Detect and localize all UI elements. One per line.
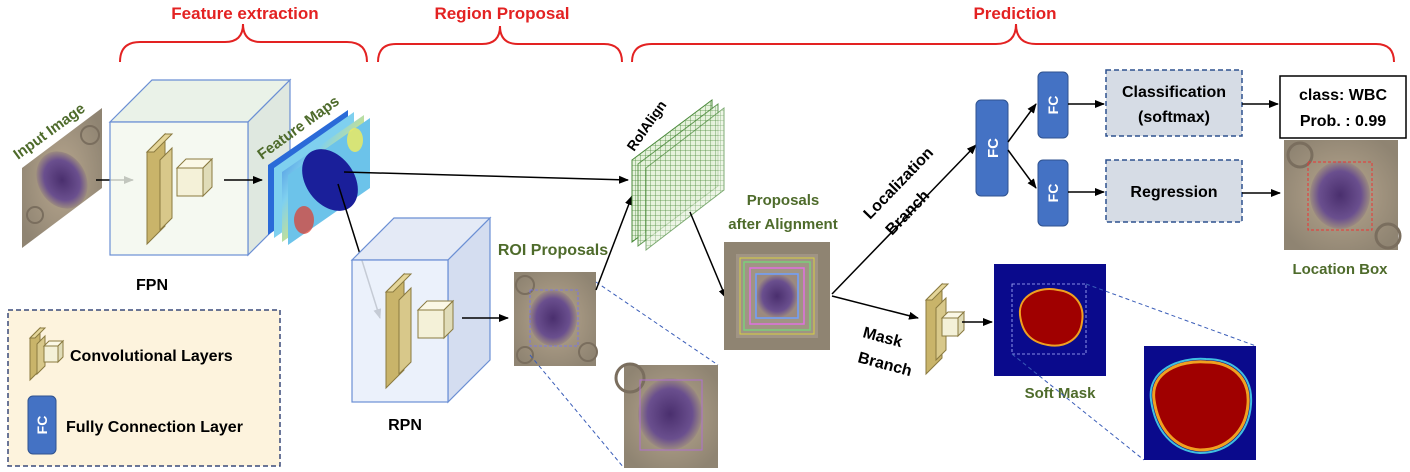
- mask-branch-label-1: Mask: [861, 324, 904, 351]
- arrow-roialign-to-aligned: [689, 211, 727, 299]
- roi-proposals-image: [514, 272, 598, 366]
- classification-box: Classification (softmax): [1105, 69, 1243, 137]
- rpn-label: RPN: [388, 417, 422, 434]
- feature-maps: [268, 110, 370, 245]
- arrow-to-mask: [831, 295, 919, 320]
- legend-fc-label: Fully Connection Layer: [66, 419, 243, 436]
- fc-main-text: FC: [985, 138, 1002, 158]
- proposals-aligned-label-2: after Alignment: [728, 216, 837, 233]
- soft-mask-label: Soft Mask: [1025, 385, 1097, 402]
- stage-region-proposal: Region Proposal: [434, 4, 569, 23]
- arrow-fc-to-fc-top: [1007, 103, 1037, 143]
- regression-label: Regression: [1130, 184, 1217, 201]
- rpn-block: [350, 216, 492, 404]
- fc-bottom-text: FC: [1045, 184, 1061, 203]
- arrow-featuremaps-to-roialign: [343, 171, 629, 184]
- location-box-image: [1284, 140, 1402, 250]
- bracket-region-proposal: [377, 25, 623, 63]
- roi-zoom-lines: [529, 281, 719, 469]
- stage-prediction: Prediction: [973, 4, 1056, 23]
- class-output-box: class: WBC Prob. : 0.99: [1279, 75, 1407, 139]
- softmask-zoomed-image: [1144, 346, 1256, 460]
- location-box-label: Location Box: [1292, 261, 1388, 278]
- mask-conv-layers: [924, 282, 966, 376]
- roialign-grid: [631, 99, 725, 252]
- stage-feature-extraction: Feature extraction: [171, 4, 318, 23]
- regression-box: Regression: [1105, 159, 1243, 223]
- fpn-block: [108, 78, 292, 257]
- mask-branch-label-2: Branch: [856, 349, 914, 380]
- fc-top-text: FC: [1045, 96, 1061, 115]
- bracket-prediction: [631, 23, 1395, 63]
- input-image: [22, 108, 102, 248]
- roi-zoomed-image: [614, 362, 718, 468]
- fpn-label: FPN: [136, 277, 168, 294]
- arrow-roi-to-roialign: [595, 195, 633, 291]
- legend-fc-icon-text: FC: [34, 416, 50, 435]
- classification-label-1: Classification: [1122, 84, 1226, 101]
- arrow-fc-to-fc-bottom: [1007, 149, 1037, 189]
- legend-conv-icon: [28, 326, 65, 382]
- classification-label-2: (softmax): [1138, 109, 1210, 126]
- legend-conv-label: Convolutional Layers: [70, 348, 233, 365]
- soft-mask-image: [994, 264, 1106, 376]
- legend-fc-icon: FC: [27, 395, 57, 455]
- legend-box: Convolutional Layers FC Fully Connection…: [7, 309, 281, 467]
- fc-main: FC: [975, 99, 1009, 197]
- roi-proposals-label: ROI Proposals: [498, 242, 608, 259]
- bracket-feature-extraction: [119, 23, 368, 63]
- proposals-aligned-label-1: Proposals: [747, 192, 820, 209]
- fc-bottom: FC: [1037, 159, 1069, 227]
- prob-output-text: Prob. : 0.99: [1300, 113, 1386, 130]
- arrow-to-localization: [831, 144, 977, 295]
- aligned-proposals-image: [724, 242, 830, 350]
- class-output-text: class: WBC: [1299, 87, 1387, 104]
- fc-top: FC: [1037, 71, 1069, 139]
- softmask-zoom-lines: [1011, 283, 1257, 461]
